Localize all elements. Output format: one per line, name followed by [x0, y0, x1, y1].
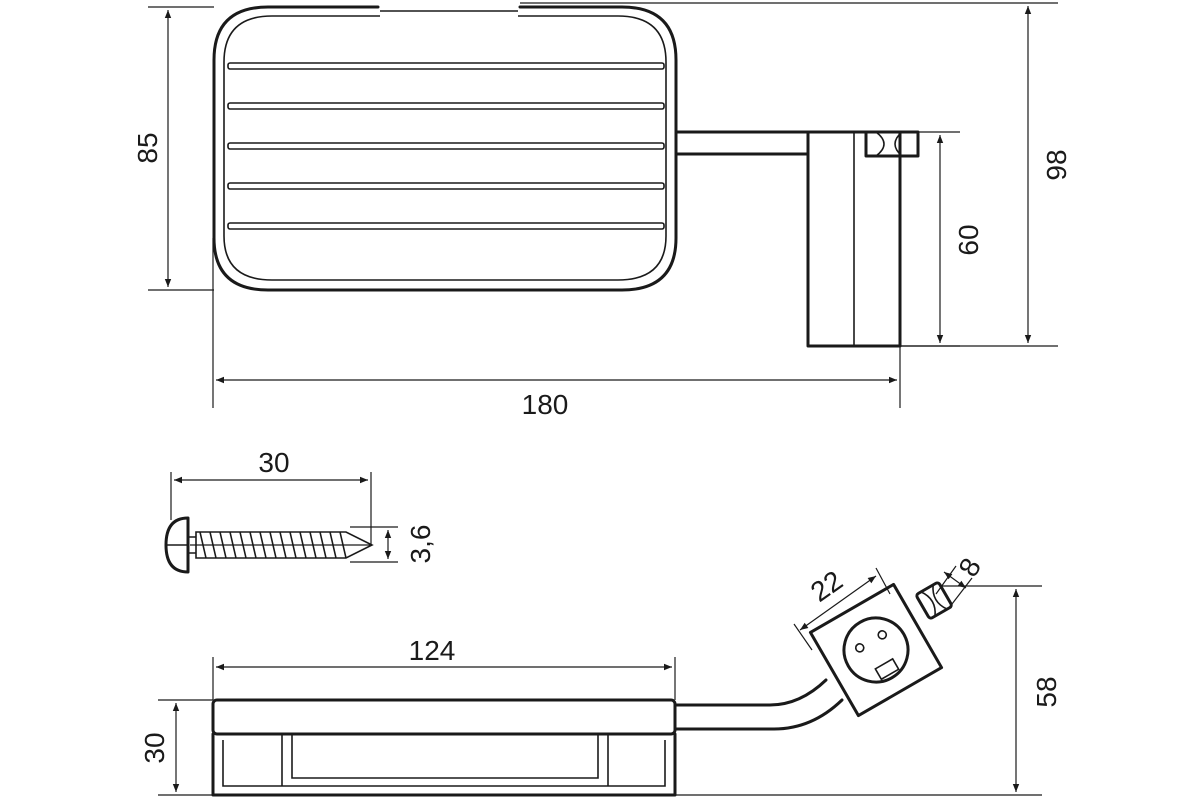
- top-view: 85 98 60 180: [132, 2, 1072, 420]
- basket-outer-frame: [212, 5, 678, 292]
- basket-wire: [227, 222, 665, 230]
- dim-22: 22: [793, 565, 891, 651]
- side-arm-lower: [673, 698, 844, 731]
- support-arm: [674, 130, 810, 156]
- dim-text-3-6: 3,6: [405, 525, 436, 564]
- dim-58: 58: [675, 585, 1062, 796]
- dim-text-180: 180: [522, 389, 569, 420]
- mount-notch: [874, 657, 900, 681]
- basket-wire: [227, 62, 665, 70]
- tray-top-plate: [211, 698, 677, 736]
- basket-wires: [227, 62, 665, 230]
- basket-wire: [227, 182, 665, 190]
- dim-tray-30: 30: [139, 699, 213, 796]
- dim-text-124: 124: [409, 635, 456, 666]
- basket-inner-frame: [223, 15, 667, 281]
- dim-98: 98: [520, 2, 1072, 347]
- side-arm: [673, 678, 828, 707]
- mount-pin: [915, 581, 953, 620]
- dim-text-58: 58: [1031, 676, 1062, 707]
- dim-text-60: 60: [953, 224, 984, 255]
- dim-screw-30: 30: [170, 447, 372, 545]
- dim-60: 60: [900, 131, 984, 347]
- bracket-cap-detail: [875, 131, 903, 157]
- mount-boss: [842, 616, 910, 684]
- screw-shank: [188, 536, 196, 554]
- dim-text-screw-30: 30: [258, 447, 289, 478]
- dim-text-22: 22: [805, 565, 848, 608]
- screw: 30 3,6: [164, 447, 436, 574]
- dim-screw-3-6: 3,6: [350, 525, 436, 564]
- dim-180: 180: [212, 238, 901, 420]
- dim-text-98: 98: [1041, 149, 1072, 180]
- tray-basket-outer: [211, 732, 677, 797]
- basket-wire: [227, 142, 665, 150]
- basket-wire: [227, 102, 665, 110]
- bracket-cap: [864, 130, 920, 158]
- side-view: 124 30 22 8 58: [139, 553, 1062, 797]
- dim-85: 85: [132, 6, 214, 291]
- dim-text-8: 8: [952, 553, 987, 582]
- mount-hole: [877, 630, 888, 640]
- dim-124: 124: [212, 635, 676, 700]
- dim-text-tray-30: 30: [139, 732, 170, 763]
- dim-8: 8: [935, 553, 987, 605]
- tray-handle: [281, 734, 609, 786]
- tray-basket-inner: [222, 740, 666, 787]
- mount-hole: [854, 643, 865, 653]
- dim-text-85: 85: [132, 132, 163, 163]
